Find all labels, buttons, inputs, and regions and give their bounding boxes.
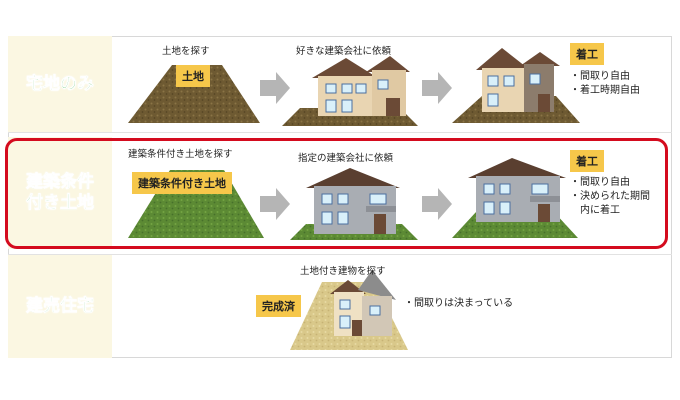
house-illustration [468,158,566,222]
bullet-item: ・着工時期自由 [570,85,640,96]
step-caption: 指定の建築会社に依頼 [298,153,394,164]
row-ready-built: 建売住宅 [8,255,672,358]
result-tag: 完成済 [256,295,301,317]
house-illustration [330,270,396,336]
land-tag: 建築条件付き土地 [132,172,232,194]
row-conditional-land: 建築条件 付き土地 [8,137,672,249]
house-illustration [312,56,410,116]
row-label: 建築条件 付き土地 [8,137,112,249]
row-label: 宅地のみ [8,36,112,132]
land-mound-dirt [128,65,260,123]
bullet-item: ・間取り自由 [570,177,630,188]
step-caption: 好きな建築会社に依頼 [296,46,392,57]
arrow-right-icon [422,188,452,220]
bullet-item: 内に着工 [570,205,620,216]
bullet-item: ・間取りは決まっている [404,298,514,309]
row-label-text: 建売住宅 [26,296,95,317]
row-label-text: 建築条件 [26,172,95,193]
land-tag: 土地 [176,65,210,87]
step-caption: 土地付き建物を探す [300,266,386,277]
arrow-right-icon [422,72,452,104]
row-label-text: 宅地のみ [26,73,95,94]
arrow-right-icon [260,72,290,104]
arrow-right-icon [260,188,290,220]
bullet-item: ・間取り自由 [570,71,630,82]
row-label: 建売住宅 [8,255,112,358]
result-tag: 着工 [570,43,604,65]
row-land-only: 宅地のみ [8,36,672,132]
row-divider [8,132,672,133]
step-caption: 土地を探す [162,46,210,57]
row-label-text: 付き土地 [26,193,95,214]
step-caption: 建築条件付き土地を探す [128,149,233,160]
house-illustration [306,168,400,234]
bullet-item: ・決められた期間 [570,191,650,202]
house-illustration [476,48,560,112]
highlight-frame [5,138,668,249]
result-tag: 着工 [570,150,604,172]
row-divider [8,254,672,255]
